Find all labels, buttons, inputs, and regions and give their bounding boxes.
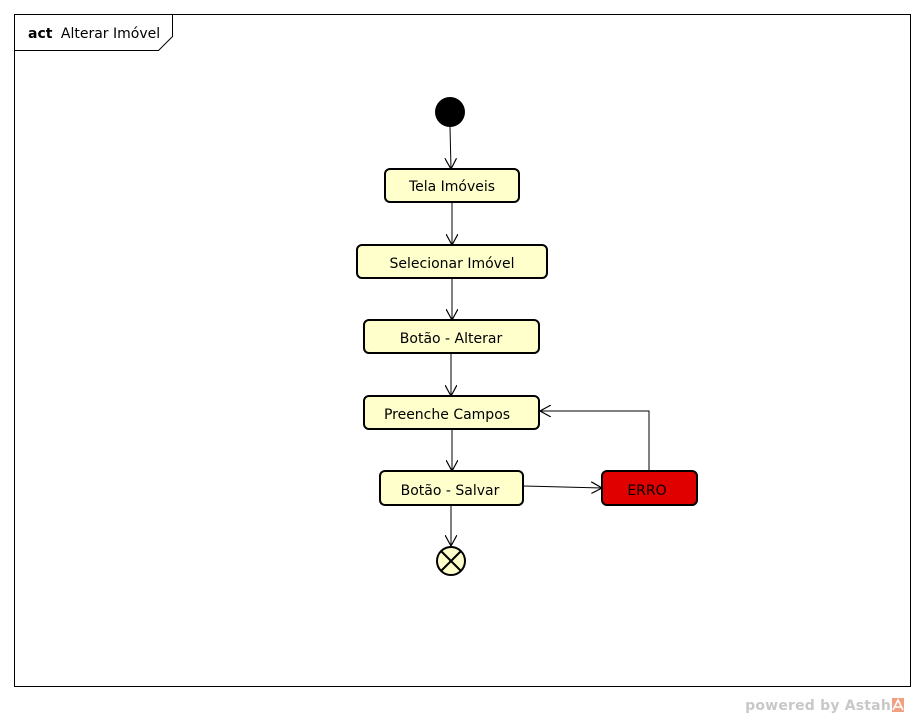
action-tela-imoveis[interactable]: Tela Imóveis [384,168,520,203]
action-botao-alterar[interactable]: Botão - Alterar [363,319,540,354]
powered-by-astah: powered by Astah [745,698,904,714]
action-preenche-campos[interactable]: Preenche Campos [363,395,540,430]
frame-title: act Alterar Imóvel [28,26,160,42]
action-label: Botão - Salvar [401,483,500,499]
flow-salvar-to-erro [523,486,602,488]
action-label: Tela Imóveis [408,179,495,195]
flow-final-node [436,546,466,576]
frame-name: Alterar Imóvel [61,26,160,42]
action-label: Preenche Campos [384,407,510,423]
action-label: ERRO [627,483,666,499]
action-erro[interactable]: ERRO [601,470,698,506]
action-selecionar-imovel[interactable]: Selecionar Imóvel [356,244,548,279]
action-botao-salvar[interactable]: Botão - Salvar [379,470,524,506]
powered-by-text: powered by Astah [745,698,891,714]
frame-title-tab [14,14,173,51]
action-label: Botão - Alterar [400,331,503,347]
initial-node [435,97,465,127]
astah-logo-icon [892,698,904,712]
action-label: Selecionar Imóvel [390,256,515,272]
flow-erro-to-preenche [540,411,650,471]
flow-initial-to-tela-imoveis [450,126,451,169]
frame-keyword: act [28,26,53,42]
